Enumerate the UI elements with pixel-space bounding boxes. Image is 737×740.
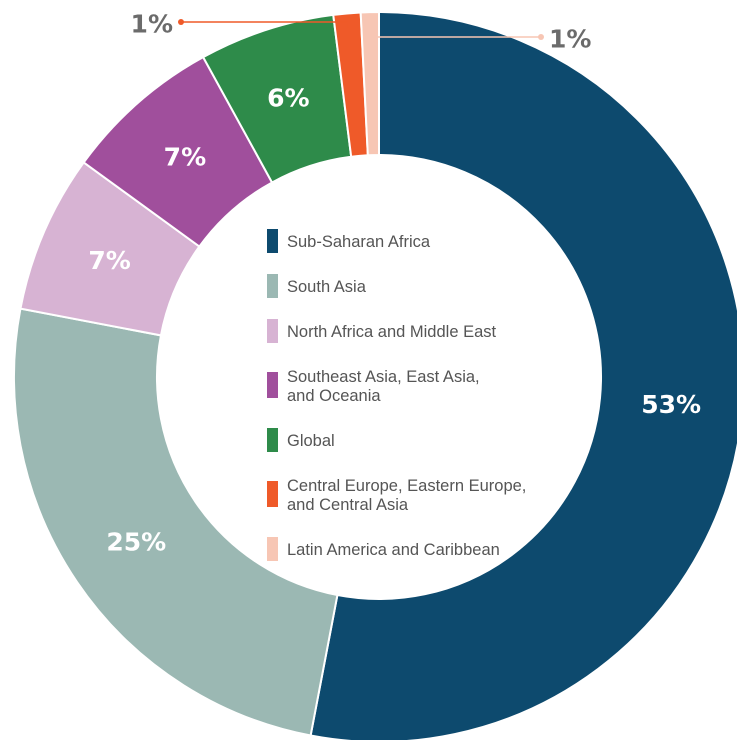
legend-label-sub-saharan-africa: Sub-Saharan Africa	[287, 233, 431, 251]
legend-label-central-europe-eastern-europe-and-central-asia: Central Europe, Eastern Europe,	[287, 477, 526, 495]
leader-dot-latin-america-and-caribbean	[538, 34, 544, 40]
legend-swatch-sub-saharan-africa	[267, 229, 278, 253]
legend-swatch-global	[267, 428, 278, 452]
legend-label-south-asia: South Asia	[287, 278, 367, 296]
slice-sub-saharan-africa	[309, 10, 737, 740]
slice-label-latin-america-and-caribbean: 1%	[549, 25, 591, 54]
slice-label-central-europe-eastern-europe-and-central-asia: 1%	[131, 10, 173, 39]
slice-label-south-asia: 25%	[106, 527, 166, 556]
legend-swatch-north-africa-and-middle-east	[267, 319, 278, 343]
leader-line-central-europe-eastern-europe-and-central-asia	[181, 21, 349, 28]
legend-swatch-central-europe-eastern-europe-and-central-asia	[267, 481, 278, 507]
slice-label-north-africa-and-middle-east: 7%	[88, 246, 130, 275]
slice-labels: 53% 25% 7% 7% 6% 1% 1%	[88, 10, 701, 557]
legend-swatch-latin-america-and-caribbean	[267, 537, 278, 561]
legend-label-southeast-asia-east-asia-and-oceania: Southeast Asia, East Asia,	[287, 368, 480, 386]
slice-label-global: 6%	[267, 83, 309, 112]
legend-label-latin-america-and-caribbean: Latin America and Caribbean	[287, 541, 500, 559]
legend-label-southeast-asia-east-asia-and-oceania-line2: and Oceania	[287, 387, 381, 405]
slice-label-southeast-asia-east-asia-and-oceania: 7%	[164, 142, 206, 171]
donut-slices	[13, 10, 737, 740]
legend-label-central-europe-eastern-europe-and-central-asia-line2: and Central Asia	[287, 496, 409, 514]
slice-south-asia	[13, 307, 339, 737]
slice-label-sub-saharan-africa: 53%	[641, 390, 701, 419]
slice-latin-america-and-caribbean	[359, 10, 380, 157]
legend-label-global: Global	[287, 432, 335, 450]
leader-dot-central-europe-eastern-europe-and-central-asia	[178, 19, 184, 25]
legend-label-north-africa-and-middle-east: North Africa and Middle East	[287, 323, 497, 341]
legend-swatch-southeast-asia-east-asia-and-oceania	[267, 372, 278, 398]
leader-line-latin-america-and-caribbean	[369, 26, 541, 38]
legend-swatch-south-asia	[267, 274, 278, 298]
